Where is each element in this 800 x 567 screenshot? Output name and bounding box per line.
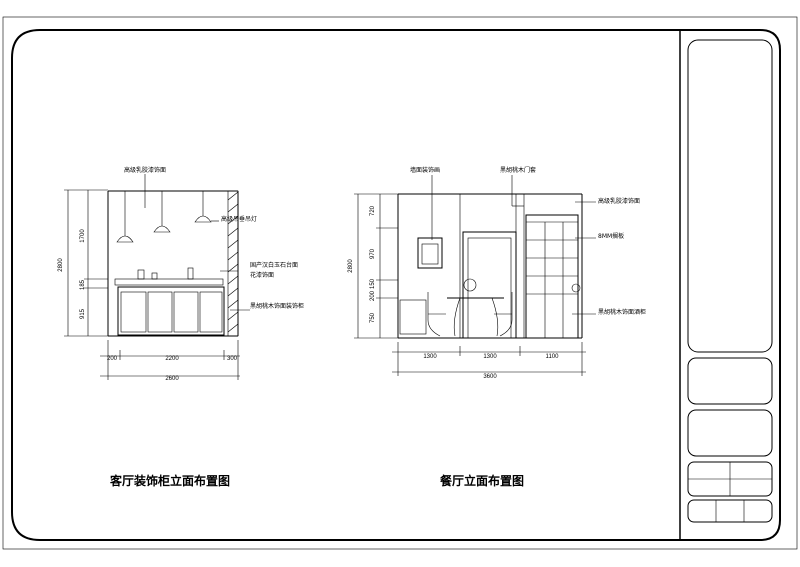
dim-1-right: 300 [227,356,238,362]
label-ceiling-finish-1: 高级乳胶漆饰面 [124,166,166,174]
wine-cabinet [525,214,581,339]
dim-2-right: 1100 [546,354,560,360]
dim-2-left: 1300 [423,354,437,360]
dining-room-elevation [354,175,596,376]
label-stone-countertop: 国产汉白玉石台面 [250,261,298,269]
title-block [687,39,773,523]
label-walnut-cabinet: 黑胡桃木饰面装饰柜 [250,302,304,310]
dim-2-total-height: 2800 [348,259,354,273]
drawing-1-title: 客厅装饰柜立面布置图 [109,473,230,488]
dim-2-middle: 1300 [483,354,497,360]
label-door-trim: 黑胡桃木门套 [500,166,536,174]
label-wine-cabinet: 黑胡桃木饰面酒柜 [598,308,646,316]
dim-2-bottom: 750 [370,312,376,323]
sheet-outer-border [2,16,798,550]
living-room-elevation [64,174,250,380]
dim-1-total-width: 2600 [165,376,179,382]
label-ceiling-finish-2: 高级乳胶漆饰面 [598,197,640,205]
dim-1-cabinet: 915 [80,308,86,319]
door-frame [462,231,517,339]
dim-1-middle: 2200 [165,356,179,362]
dim-2-top: 720 [370,205,376,216]
dim-2-total-width: 3600 [483,374,497,380]
label-wall-painting: 墙面装饰画 [410,166,440,174]
label-flower-paint: 花漆饰面 [250,271,274,279]
wall-painting [417,237,443,269]
dim-2-small-a: 150 [370,278,376,289]
dining-set [399,278,513,337]
dim-2-small-b: 200 [370,290,376,301]
pendant-lamps [116,191,212,243]
dim-1-upper: 1700 [80,229,86,243]
label-pendant-lamp: 高级吊垂吊灯 [221,215,257,223]
dim-2-mid: 970 [370,248,376,259]
dim-1-total-height: 2800 [58,258,64,272]
dim-1-left: 200 [107,356,118,362]
drawing-2-title: 餐厅立面布置图 [440,473,524,488]
label-shelf: 8MM搁板 [598,232,624,240]
dim-1-counter: 185 [80,279,86,290]
drawing-frame [11,29,781,541]
